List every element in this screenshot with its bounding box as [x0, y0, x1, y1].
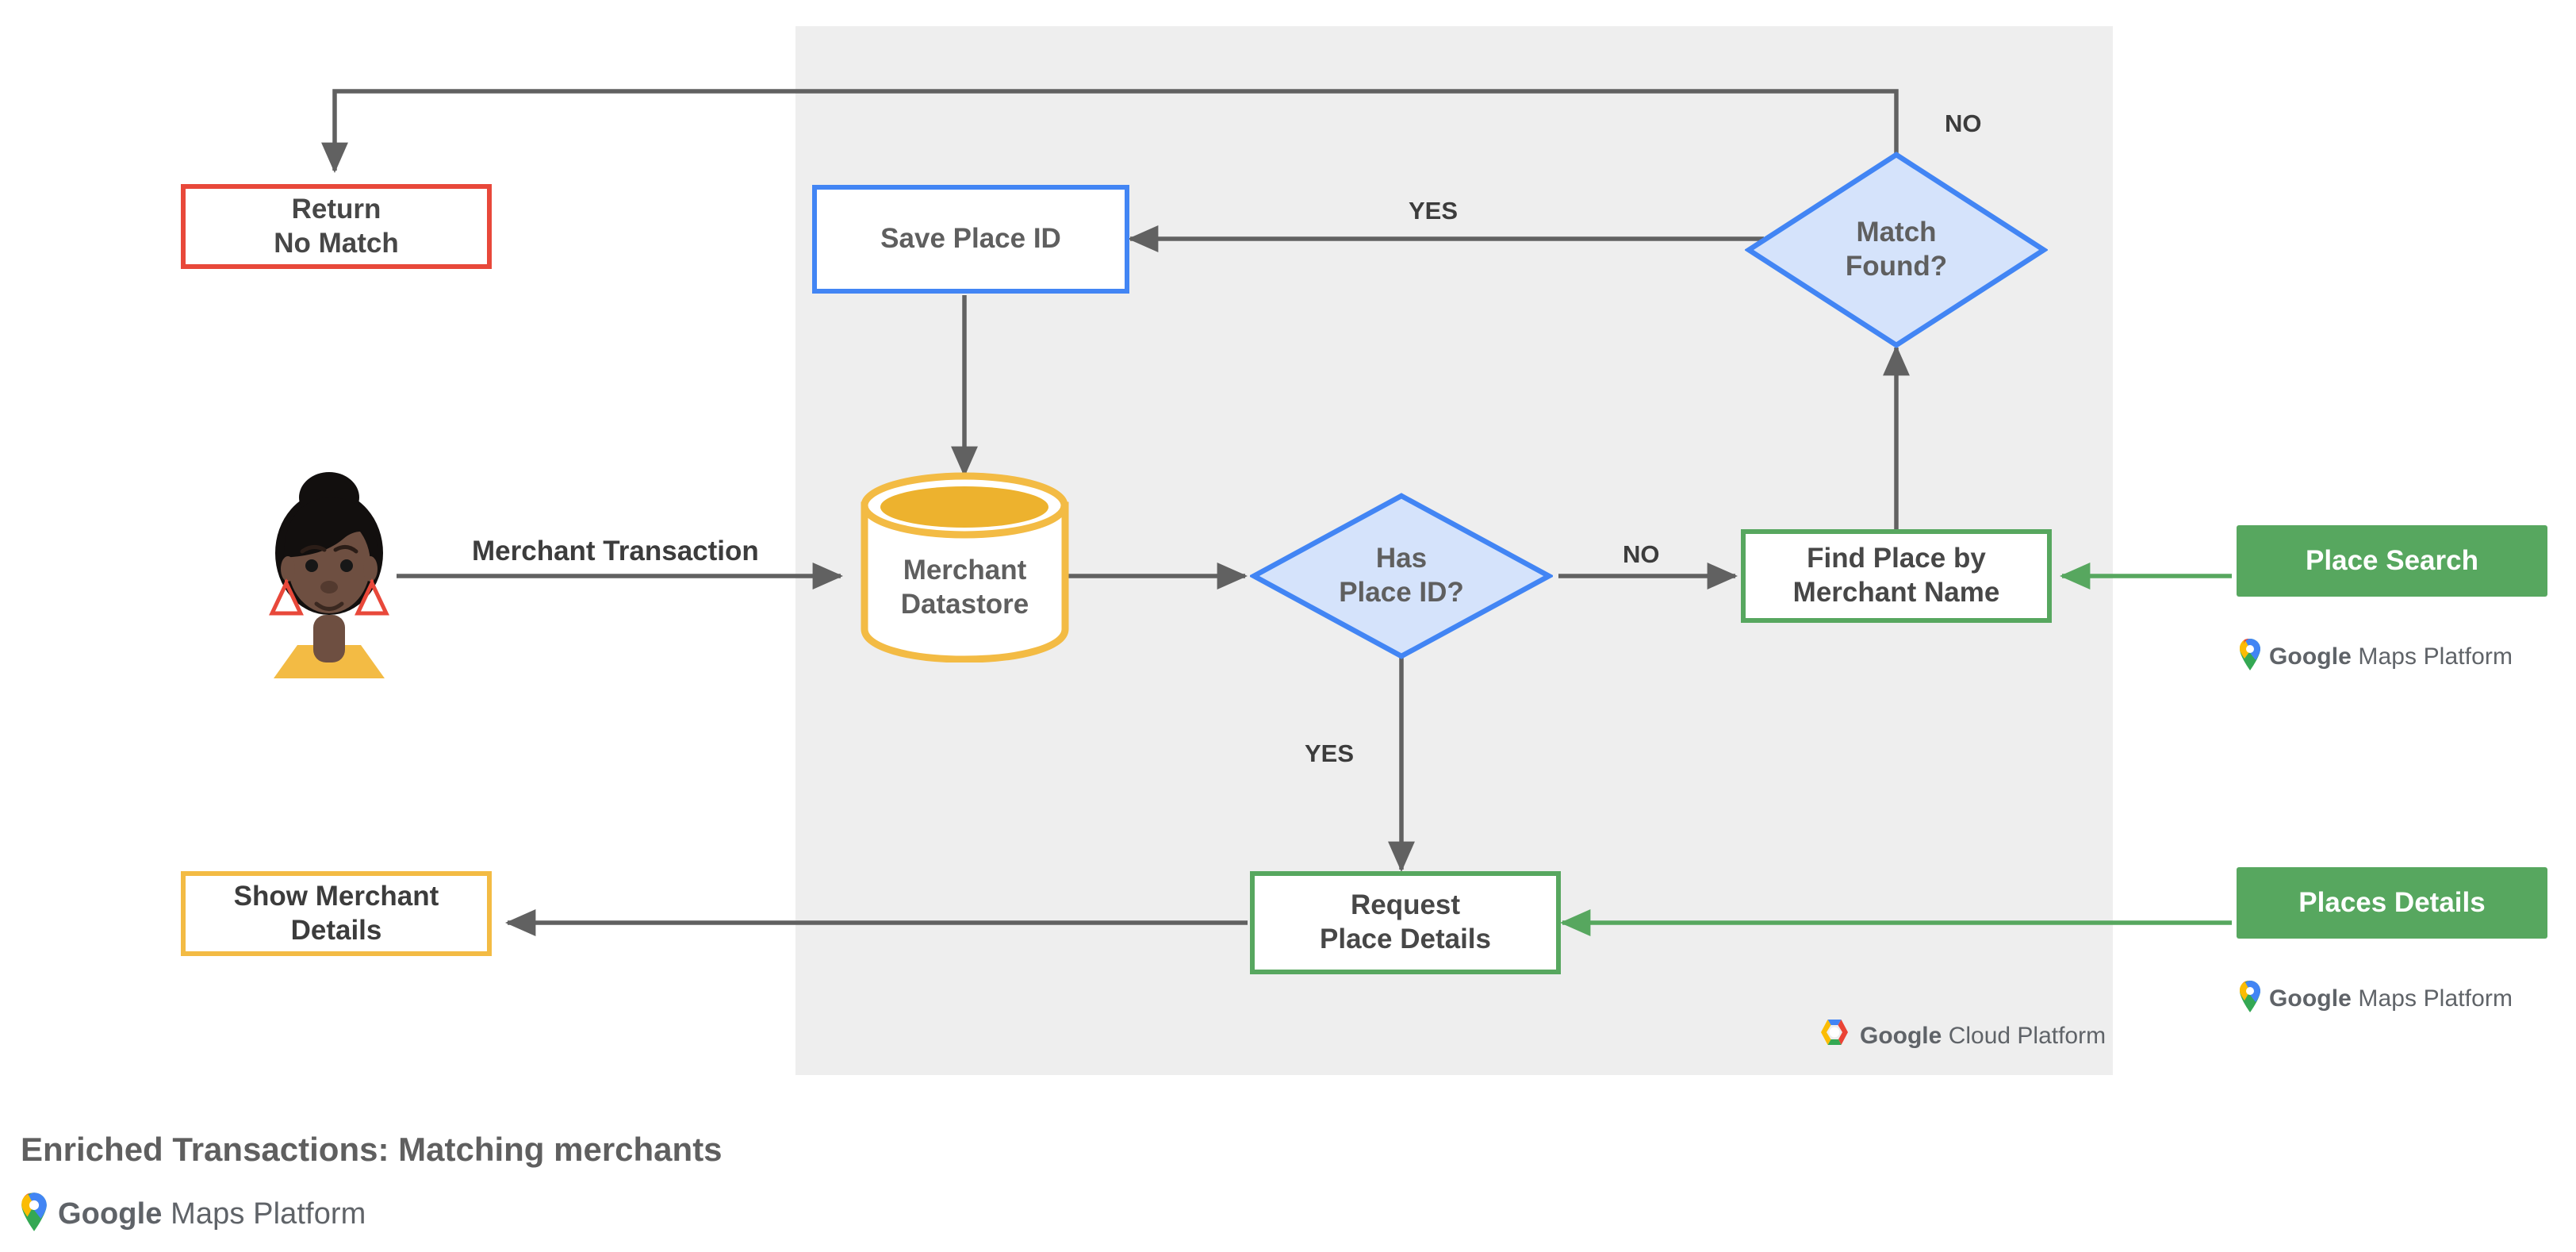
brand-lockup-maps-platform-place-search: Google Maps Platform	[2239, 639, 2513, 674]
google-cloud-hex-icon	[1818, 1018, 1851, 1054]
node-label: Save Place ID	[880, 223, 1061, 255]
merchant-avatar-icon	[258, 464, 401, 678]
node-label: Request Place Details	[1320, 889, 1491, 954]
brand-lockup-text: Google Cloud Platform	[1860, 1022, 2106, 1049]
node-label: Places Details	[2298, 886, 2486, 918]
node-label: Merchant Datastore	[900, 555, 1029, 620]
node-request-place-details[interactable]: Request Place Details	[1250, 871, 1561, 974]
node-label: Place Search	[2306, 544, 2478, 576]
edge-label-match-found-yes: YES	[1409, 197, 1459, 225]
brand-lockup-text: Google Maps Platform	[2269, 985, 2513, 1012]
google-maps-pin-icon	[21, 1192, 48, 1235]
brand-lockup-maps-platform-places-details: Google Maps Platform	[2239, 981, 2513, 1016]
node-return-no-match[interactable]: Return No Match	[181, 184, 492, 269]
node-show-merchant-details[interactable]: Show Merchant Details	[181, 871, 492, 956]
diagram-caption: Enriched Transactions: Matching merchant…	[21, 1131, 723, 1168]
node-find-place-by-merchant-name[interactable]: Find Place by Merchant Name	[1741, 529, 2052, 623]
edge-label-merchant-transaction: Merchant Transaction	[472, 536, 759, 566]
brand-lockup-maps-platform-caption: Google Maps Platform	[21, 1192, 366, 1235]
google-maps-pin-icon	[2239, 639, 2261, 674]
node-label: Return No Match	[274, 193, 399, 259]
google-maps-pin-icon	[2239, 981, 2261, 1016]
node-merchant-datastore[interactable]: Merchant Datastore	[861, 472, 1069, 662]
edge-label-has-place-id-no: NO	[1623, 540, 1660, 568]
node-label: Match Found?	[1845, 217, 1948, 282]
edge-label-has-place-id-yes: YES	[1305, 739, 1355, 767]
node-places-details[interactable]: Places Details	[2237, 867, 2547, 939]
node-has-place-id[interactable]: Has Place ID?	[1250, 492, 1553, 660]
node-save-place-id[interactable]: Save Place ID	[812, 185, 1129, 294]
node-label: Show Merchant Details	[233, 880, 439, 946]
node-place-search[interactable]: Place Search	[2237, 525, 2547, 597]
node-label: Find Place by Merchant Name	[1792, 543, 2000, 608]
node-match-found[interactable]: Match Found?	[1745, 151, 2048, 349]
edge-label-match-found-no: NO	[1945, 109, 1982, 137]
brand-lockup-text: Google Maps Platform	[58, 1196, 366, 1231]
node-label: Has Place ID?	[1339, 543, 1464, 608]
brand-lockup-text: Google Maps Platform	[2269, 643, 2513, 670]
brand-lockup-cloud-platform: Google Cloud Platform	[1818, 1018, 2106, 1054]
